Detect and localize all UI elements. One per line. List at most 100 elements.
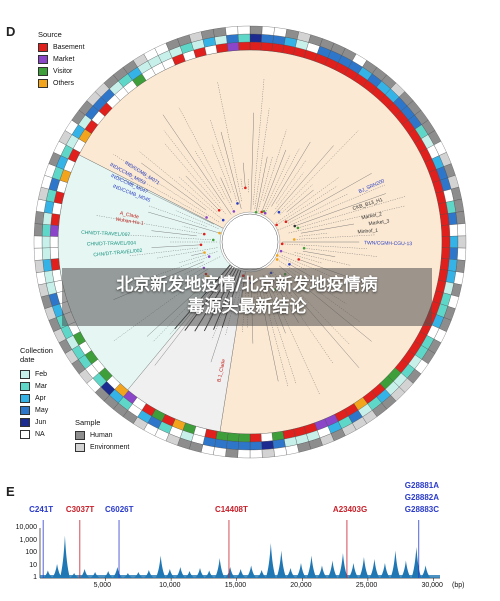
tree-branch xyxy=(164,143,226,214)
source-legend-title: Source xyxy=(38,30,62,39)
coverage-peak xyxy=(306,555,317,578)
collection-legend-label: May xyxy=(35,406,49,414)
collection-date-ring-cell xyxy=(449,235,459,249)
tree-node-dot xyxy=(254,210,258,214)
sample-ring-cell xyxy=(249,449,263,459)
y-tick-label: 1 xyxy=(33,574,37,581)
collection-date-ring-cell xyxy=(249,33,263,43)
coverage-peak xyxy=(348,563,359,578)
tree-node-dot xyxy=(217,208,221,212)
tree-node-dot xyxy=(292,238,296,241)
tree-tip-label: Market_3 xyxy=(368,218,390,227)
source-legend-swatch xyxy=(38,78,48,88)
tree-branch xyxy=(282,243,367,249)
collection-date-ring-cell xyxy=(41,224,51,237)
tree-branch xyxy=(141,162,207,211)
collection-legend-item: Apr xyxy=(20,392,53,404)
tree-tip-label: Minhof_1 xyxy=(357,228,378,236)
tree-node-dot xyxy=(260,210,263,214)
sample-ring-cell xyxy=(225,448,239,458)
tree-branch xyxy=(263,154,291,212)
source-ring-cell xyxy=(260,432,273,442)
tree-branch xyxy=(182,226,198,230)
tree-branch xyxy=(191,252,205,256)
tree-root-circle xyxy=(221,213,279,271)
source-ring-cell xyxy=(49,247,59,260)
coverage-peak xyxy=(358,557,369,578)
tree-branch xyxy=(270,272,334,365)
coverage-peak xyxy=(316,565,327,578)
tree-tip-label: A_Clade xyxy=(119,211,139,221)
tree-branch xyxy=(195,151,225,200)
collection-legend-title-1: Collection xyxy=(20,346,53,355)
source-ring-cell xyxy=(227,42,240,52)
sample-ring-cell xyxy=(33,223,43,237)
tree-node-dot xyxy=(205,216,208,219)
tree-branch xyxy=(277,255,307,270)
collection-legend-item: Jun xyxy=(20,416,53,428)
collection-date-ring-cell xyxy=(42,212,53,226)
sample-ring-cell xyxy=(212,446,227,457)
sample-legend-label: Environment xyxy=(90,443,130,451)
tree-tip-label: Wuhan-Hu-1 xyxy=(115,217,144,227)
source-ring-cell xyxy=(238,433,251,443)
coverage-plot xyxy=(39,520,440,581)
source-legend-item: Market xyxy=(38,53,85,65)
coverage-baseline xyxy=(40,575,440,578)
sample-ring-cell xyxy=(455,259,466,273)
tree-node-dot xyxy=(236,202,239,205)
tree-branch xyxy=(162,114,232,215)
tree-branch xyxy=(178,251,218,264)
tree-branch xyxy=(210,119,238,204)
coverage-peak xyxy=(390,550,401,578)
source-ring-cell xyxy=(249,41,262,51)
source-legend-item: Visitor xyxy=(38,65,85,77)
tree-branch xyxy=(265,148,300,214)
headline-line-1: 北京新发地疫情/北京新发地疫情病 xyxy=(116,275,378,295)
coverage-peak xyxy=(59,535,70,578)
source-legend-label: Basement xyxy=(53,43,85,51)
collection-legend-label: Jun xyxy=(35,418,47,426)
tree-branch xyxy=(286,189,314,213)
collection-date-ring-cell xyxy=(447,212,458,226)
sample-ring-cell xyxy=(457,247,467,261)
source-ring-cell xyxy=(49,224,59,237)
x-tick-label: 15,000 xyxy=(224,582,247,589)
collection-date-ring-cell xyxy=(237,33,251,43)
source-ring-cell xyxy=(50,258,61,271)
sample-ring-cell xyxy=(273,27,288,38)
tree-branch xyxy=(255,156,268,213)
tree-branch xyxy=(273,145,334,215)
sample-ring-cell xyxy=(225,26,239,36)
tree-node-dot xyxy=(284,220,288,224)
tree-branch xyxy=(288,205,406,234)
tree-branch xyxy=(302,250,336,257)
sample-ring-cell xyxy=(261,26,275,36)
mutation-label: G28883C xyxy=(404,505,440,514)
tree-node-dot xyxy=(296,226,300,230)
panel-d-label: D xyxy=(6,24,16,39)
tree-branch xyxy=(240,178,243,190)
x-tick-label: 30,000 xyxy=(421,582,443,589)
collection-legend-swatch xyxy=(20,405,30,415)
x-tick-label: 25,000 xyxy=(355,582,378,589)
sample-ring-cell xyxy=(455,211,466,225)
tree-branch xyxy=(285,173,372,222)
tree-node-dot xyxy=(277,210,281,214)
mutation-label: G28882A xyxy=(404,493,440,502)
y-tick-label: 10,000 xyxy=(15,524,37,531)
collection-date-ring-cell xyxy=(226,34,239,44)
sample-legend-item: Environment xyxy=(75,441,129,453)
collection-date-ring-cell xyxy=(41,247,51,260)
collection-date-ring-cell xyxy=(261,440,274,450)
coverage-peak xyxy=(265,543,276,578)
tree-node-dot xyxy=(302,246,306,250)
tree-node-dot xyxy=(293,224,297,228)
x-tick-label: 10,000 xyxy=(159,582,181,589)
tree-tip-label: CHN/DT-TRAVEL/002 xyxy=(93,248,143,258)
source-ring-cell xyxy=(50,213,61,226)
tree-branch xyxy=(220,131,242,209)
tree-branch xyxy=(294,252,351,266)
tree-tip-label: TWN/CGMH-CGU-13 xyxy=(364,240,412,247)
